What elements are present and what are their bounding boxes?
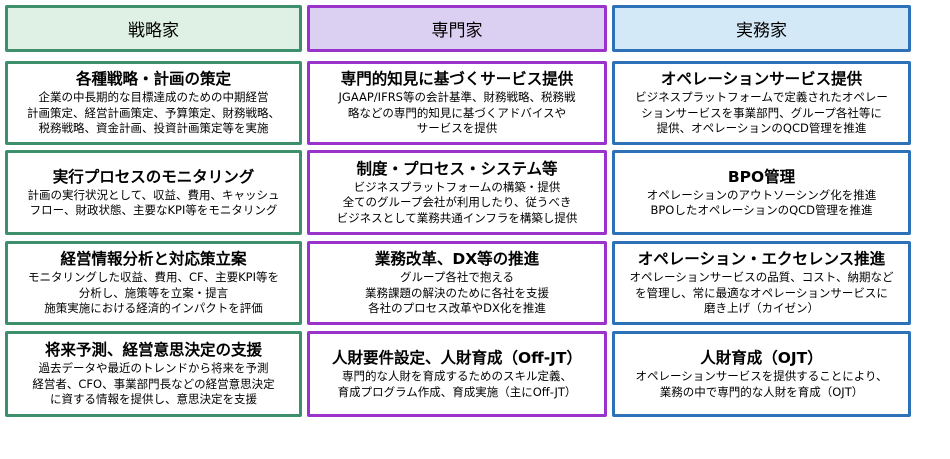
cell-line: ビジネスプラットフォームの構築・提供 bbox=[353, 179, 561, 194]
cell-title: 業務改革、DX等の推進 bbox=[374, 250, 540, 269]
cell-talent-offjt: 人財要件設定、人財育成（Off-JT） 専門的な人財を育成するためのスキル定義、… bbox=[307, 331, 607, 417]
cell-description: オペレーションサービスの品質、コスト、納期など を管理し、常に最適なオペレーショ… bbox=[629, 270, 893, 317]
cell-expert-service: 専門的知見に基づくサービス提供 JGAAP/IFRS等の会計基準、財務戦略、税務… bbox=[307, 61, 607, 145]
cell-title: 将来予測、経営意思決定の支援 bbox=[44, 341, 262, 360]
cell-description: グループ各社で抱える 業務課題の解決のために各社を支援 各社のプロセス改革やDX… bbox=[365, 270, 549, 317]
cell-title: 制度・プロセス・システム等 bbox=[356, 159, 558, 178]
cell-line: グループ各社で抱える bbox=[400, 270, 514, 285]
cell-line: 企業の中長期的な目標達成のための中期経営 bbox=[38, 90, 269, 105]
column-header-label: 実務家 bbox=[736, 21, 787, 41]
cell-description: ビジネスプラットフォームで定義されたオペレー ションサービスを事業部門、グループ… bbox=[635, 90, 888, 137]
cell-line: 計画の実行状況として、収益、費用、キャッシュ bbox=[27, 187, 280, 202]
cell-description: 過去データや最近のトレンドから将来を予測 経営者、CFO、事業部門長などの経営意… bbox=[32, 361, 274, 408]
cell-bpo-management: BPO管理 オペレーションのアウトソーシング化を推進 BPOしたオペレーションの… bbox=[612, 150, 911, 235]
cell-process-monitoring: 実行プロセスのモニタリング 計画の実行状況として、収益、費用、キャッシュ フロー… bbox=[5, 150, 302, 235]
cell-line: 経営者、CFO、事業部門長などの経営意思決定 bbox=[32, 376, 275, 391]
cell-line: ビジネスとして業務共通インフラを構築し提供 bbox=[336, 210, 578, 225]
column-header-practitioner: 実務家 bbox=[612, 5, 911, 52]
cell-line: オペレーションのアウトソーシング化を推進 bbox=[646, 187, 877, 202]
cell-operational-excellence: オペレーション・エクセレンス推進 オペレーションサービスの品質、コスト、納期など… bbox=[612, 241, 911, 325]
column-header-label: 専門家 bbox=[431, 21, 483, 41]
cell-line: JGAAP/IFRS等の会計基準、財務戦略、税務戦 bbox=[338, 90, 576, 105]
cell-line: ションサービスを事業部門、グループ各社等に bbox=[641, 105, 882, 120]
cell-line: 専門的な人財を育成するためのスキル定義、 bbox=[342, 369, 572, 383]
cell-description: 計画の実行状況として、収益、費用、キャッシュ フロー、財政状態、主要なKPI等を… bbox=[27, 188, 279, 219]
cell-line: 税務戦略、資金計画、投資計画策定等を実施 bbox=[38, 121, 269, 136]
cell-line: 計画策定、経営計画策定、予算策定、財務戦略、 bbox=[27, 105, 280, 120]
cell-title: 実行プロセスのモニタリング bbox=[52, 167, 255, 186]
cell-line: サービスを提供 bbox=[416, 121, 498, 136]
cell-line: 育成プログラム作成、育成実施（主にOff-JT） bbox=[337, 384, 577, 399]
cell-forecast-decision-support: 将来予測、経営意思決定の支援 過去データや最近のトレンドから将来を予測 経営者、… bbox=[5, 331, 302, 417]
cell-description: ビジネスプラットフォームの構築・提供 全てのグループ会社が利用したり、従うべき … bbox=[337, 180, 578, 227]
cell-description: オペレーションのアウトソーシング化を推進 BPOしたオペレーションのQCD管理を… bbox=[647, 188, 877, 219]
cell-title: BPO管理 bbox=[727, 167, 796, 186]
cell-title: オペレーションサービス提供 bbox=[660, 70, 863, 89]
cell-line: フロー、財政状態、主要なKPI等をモニタリング bbox=[29, 203, 278, 217]
cell-line: を管理し、常に最適なオペレーションサービスに bbox=[635, 285, 888, 300]
column-header-label: 戦略家 bbox=[128, 21, 179, 41]
cell-line: 提供、オペレーションのQCD管理を推進 bbox=[656, 121, 867, 136]
cell-line: 施策実施における経済的インパクトを評価 bbox=[44, 301, 263, 316]
cell-title: 専門的知見に基づくサービス提供 bbox=[340, 70, 574, 89]
cell-operation-service: オペレーションサービス提供 ビジネスプラットフォームで定義されたオペレー ション… bbox=[612, 61, 911, 145]
cell-title: 人財育成（OJT） bbox=[700, 349, 823, 367]
cell-description: JGAAP/IFRS等の会計基準、財務戦略、税務戦 略などの専門的知見に基づくア… bbox=[339, 90, 576, 137]
cell-title: 経営情報分析と対応策立案 bbox=[60, 250, 247, 269]
cell-management-analysis: 経営情報分析と対応策立案 モニタリングした収益、費用、CF、主要KPI等を 分析… bbox=[5, 241, 302, 325]
cell-line: オペレーションサービスの品質、コスト、納期など bbox=[629, 270, 894, 285]
cell-line: ビジネスプラットフォームで定義されたオペレー bbox=[635, 90, 888, 105]
cell-line: モニタリングした収益、費用、CF、主要KPI等を bbox=[27, 270, 279, 285]
cell-line: BPOしたオペレーションのQCD管理を推進 bbox=[650, 203, 873, 217]
cell-strategy-planning: 各種戦略・計画の策定 企業の中長期的な目標達成のための中期経営 計画策定、経営計… bbox=[5, 61, 302, 145]
cell-line: 磨き上げ（カイゼン） bbox=[703, 301, 819, 316]
column-header-specialist: 専門家 bbox=[307, 5, 607, 52]
column-header-strategist: 戦略家 bbox=[5, 5, 302, 52]
cell-line: 業務課題の解決のために各社を支援 bbox=[365, 285, 549, 300]
cell-line: に資する情報を提供し、意思決定を支援 bbox=[49, 392, 257, 407]
cell-description: 企業の中長期的な目標達成のための中期経営 計画策定、経営計画策定、予算策定、財務… bbox=[27, 90, 280, 137]
cell-line: 分析し、施策等を立案・提言 bbox=[78, 285, 229, 300]
cell-systems-processes: 制度・プロセス・システム等 ビジネスプラットフォームの構築・提供 全てのグループ… bbox=[307, 150, 607, 235]
cell-line: 過去データや最近のトレンドから将来を予測 bbox=[38, 361, 269, 376]
cell-line: 業務の中で専門的な人財を育成（OJT） bbox=[659, 384, 864, 399]
cell-business-reform-dx: 業務改革、DX等の推進 グループ各社で抱える 業務課題の解決のために各社を支援 … bbox=[307, 241, 607, 325]
cell-description: 専門的な人財を育成するためのスキル定義、 育成プログラム作成、育成実施（主にOf… bbox=[338, 369, 577, 400]
cell-title: オペレーション・エクセレンス推進 bbox=[637, 250, 886, 269]
cell-line: 全てのグループ会社が利用したり、従うべき bbox=[342, 195, 572, 210]
cell-title: 人財要件設定、人財育成（Off-JT） bbox=[331, 349, 582, 367]
cell-talent-ojt: 人財育成（OJT） オペレーションサービスを提供することにより、 業務の中で専門… bbox=[612, 331, 911, 417]
cell-line: オペレーションサービスを提供することにより、 bbox=[635, 369, 888, 383]
cell-description: モニタリングした収益、費用、CF、主要KPI等を 分析し、施策等を立案・提言 施… bbox=[28, 270, 279, 317]
cell-description: オペレーションサービスを提供することにより、 業務の中で専門的な人財を育成（OJ… bbox=[635, 369, 887, 400]
cell-title: 各種戦略・計画の策定 bbox=[75, 70, 231, 89]
cell-line: 各社のプロセス改革やDX化を推進 bbox=[368, 301, 546, 316]
cell-line: 略などの専門的知見に基づくアドバイスや bbox=[347, 105, 567, 120]
